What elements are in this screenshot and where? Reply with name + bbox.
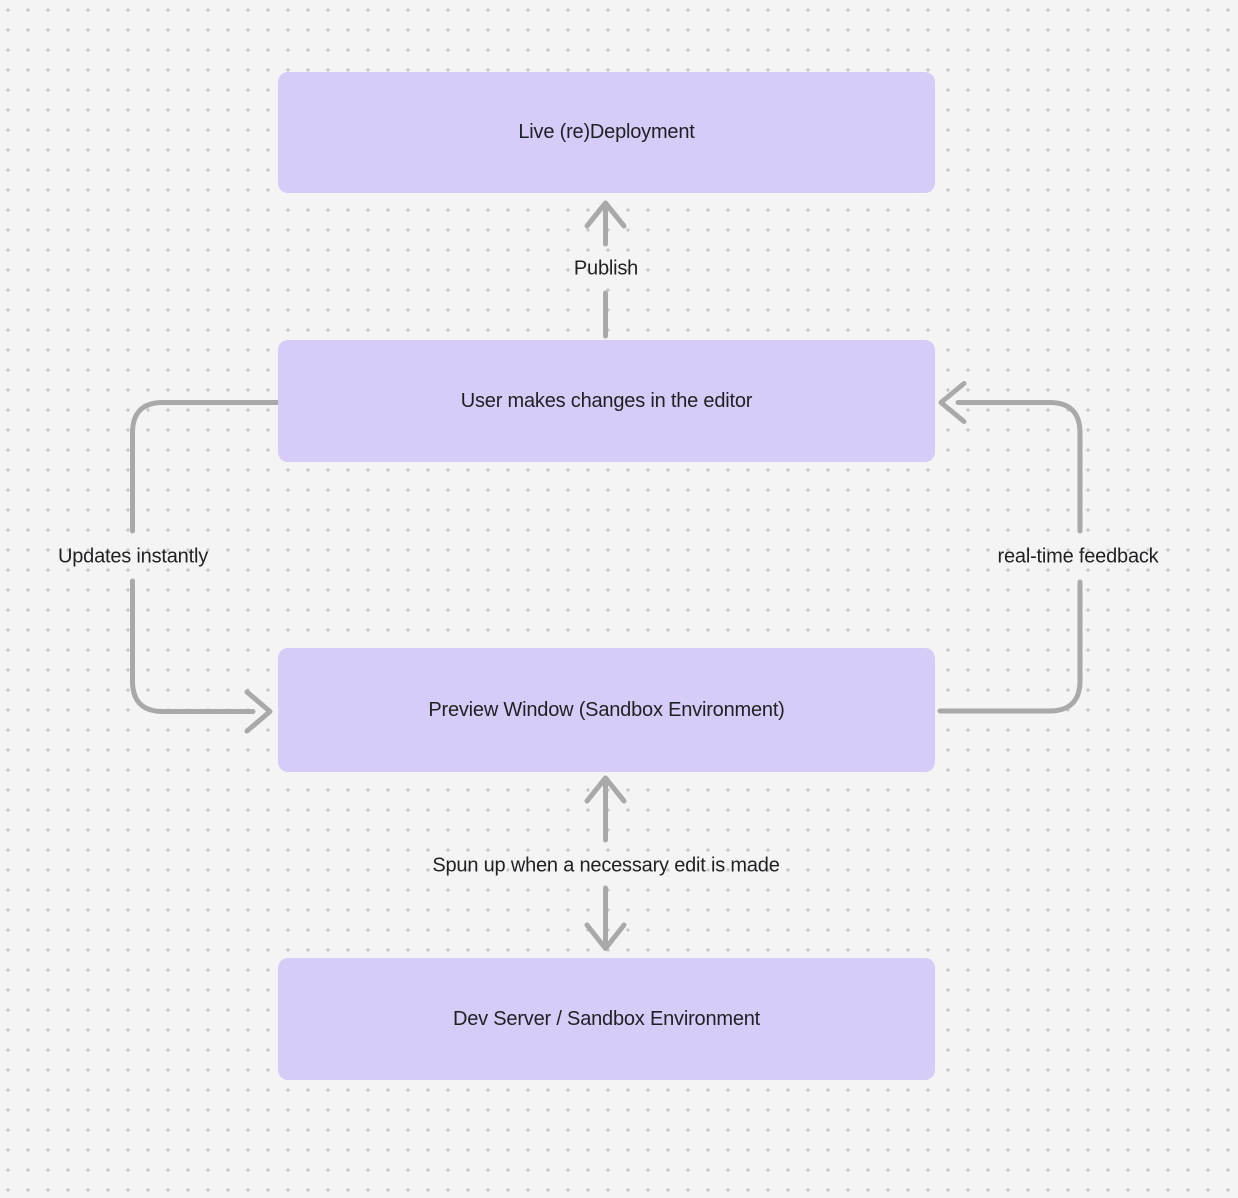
feedback-arrow-lower-segment [937, 579, 1083, 714]
node-dev-server: Dev Server / Sandbox Environment [278, 958, 935, 1080]
spunup-arrowhead-up-icon [584, 775, 627, 804]
updates-arrowhead-right-icon [244, 689, 273, 734]
edge-label-realtime-feedback: real-time feedback [997, 545, 1159, 568]
node-live-redeployment: Live (re)Deployment [278, 72, 935, 193]
node-label: User makes changes in the editor [460, 389, 753, 412]
edge-label-spun-up: Spun up when a necessary edit is made [432, 854, 780, 877]
spunup-arrowhead-down-icon [584, 922, 627, 951]
node-user-makes-changes: User makes changes in the editor [278, 340, 935, 462]
edge-label-publish: Publish [573, 257, 639, 280]
feedback-arrow-upper-segment [955, 400, 1083, 534]
publish-arrowhead-up-icon [584, 200, 627, 229]
node-label: Preview Window (Sandbox Environment) [428, 698, 785, 721]
node-label: Dev Server / Sandbox Environment [452, 1007, 761, 1030]
node-preview-window: Preview Window (Sandbox Environment) [278, 648, 935, 772]
feedback-arrowhead-left-icon [938, 381, 967, 424]
edge-label-updates-instantly: Updates instantly [57, 545, 209, 568]
updates-arrow-lower-segment [130, 578, 256, 714]
updates-arrow-upper-segment [130, 400, 281, 534]
node-label: Live (re)Deployment [518, 121, 695, 143]
